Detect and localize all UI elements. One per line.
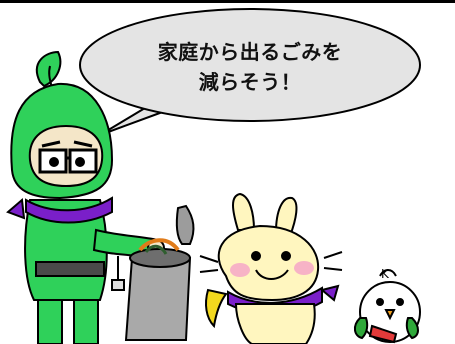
speech-bubble-line-2: 減らそう！ bbox=[198, 70, 302, 94]
speech-bubble bbox=[79, 8, 421, 136]
speech-bubble-line-1: 家庭から出るごみを bbox=[157, 40, 343, 64]
trash-bin bbox=[124, 204, 195, 341]
green-hero-character bbox=[6, 50, 165, 344]
top-border bbox=[0, 0, 455, 3]
chick-cap-letter: K bbox=[381, 267, 390, 281]
chick-character: K bbox=[354, 267, 421, 344]
speech-bubble-text: 家庭から出るごみを 減らそう！ bbox=[100, 37, 400, 97]
bunny-character bbox=[199, 192, 343, 344]
